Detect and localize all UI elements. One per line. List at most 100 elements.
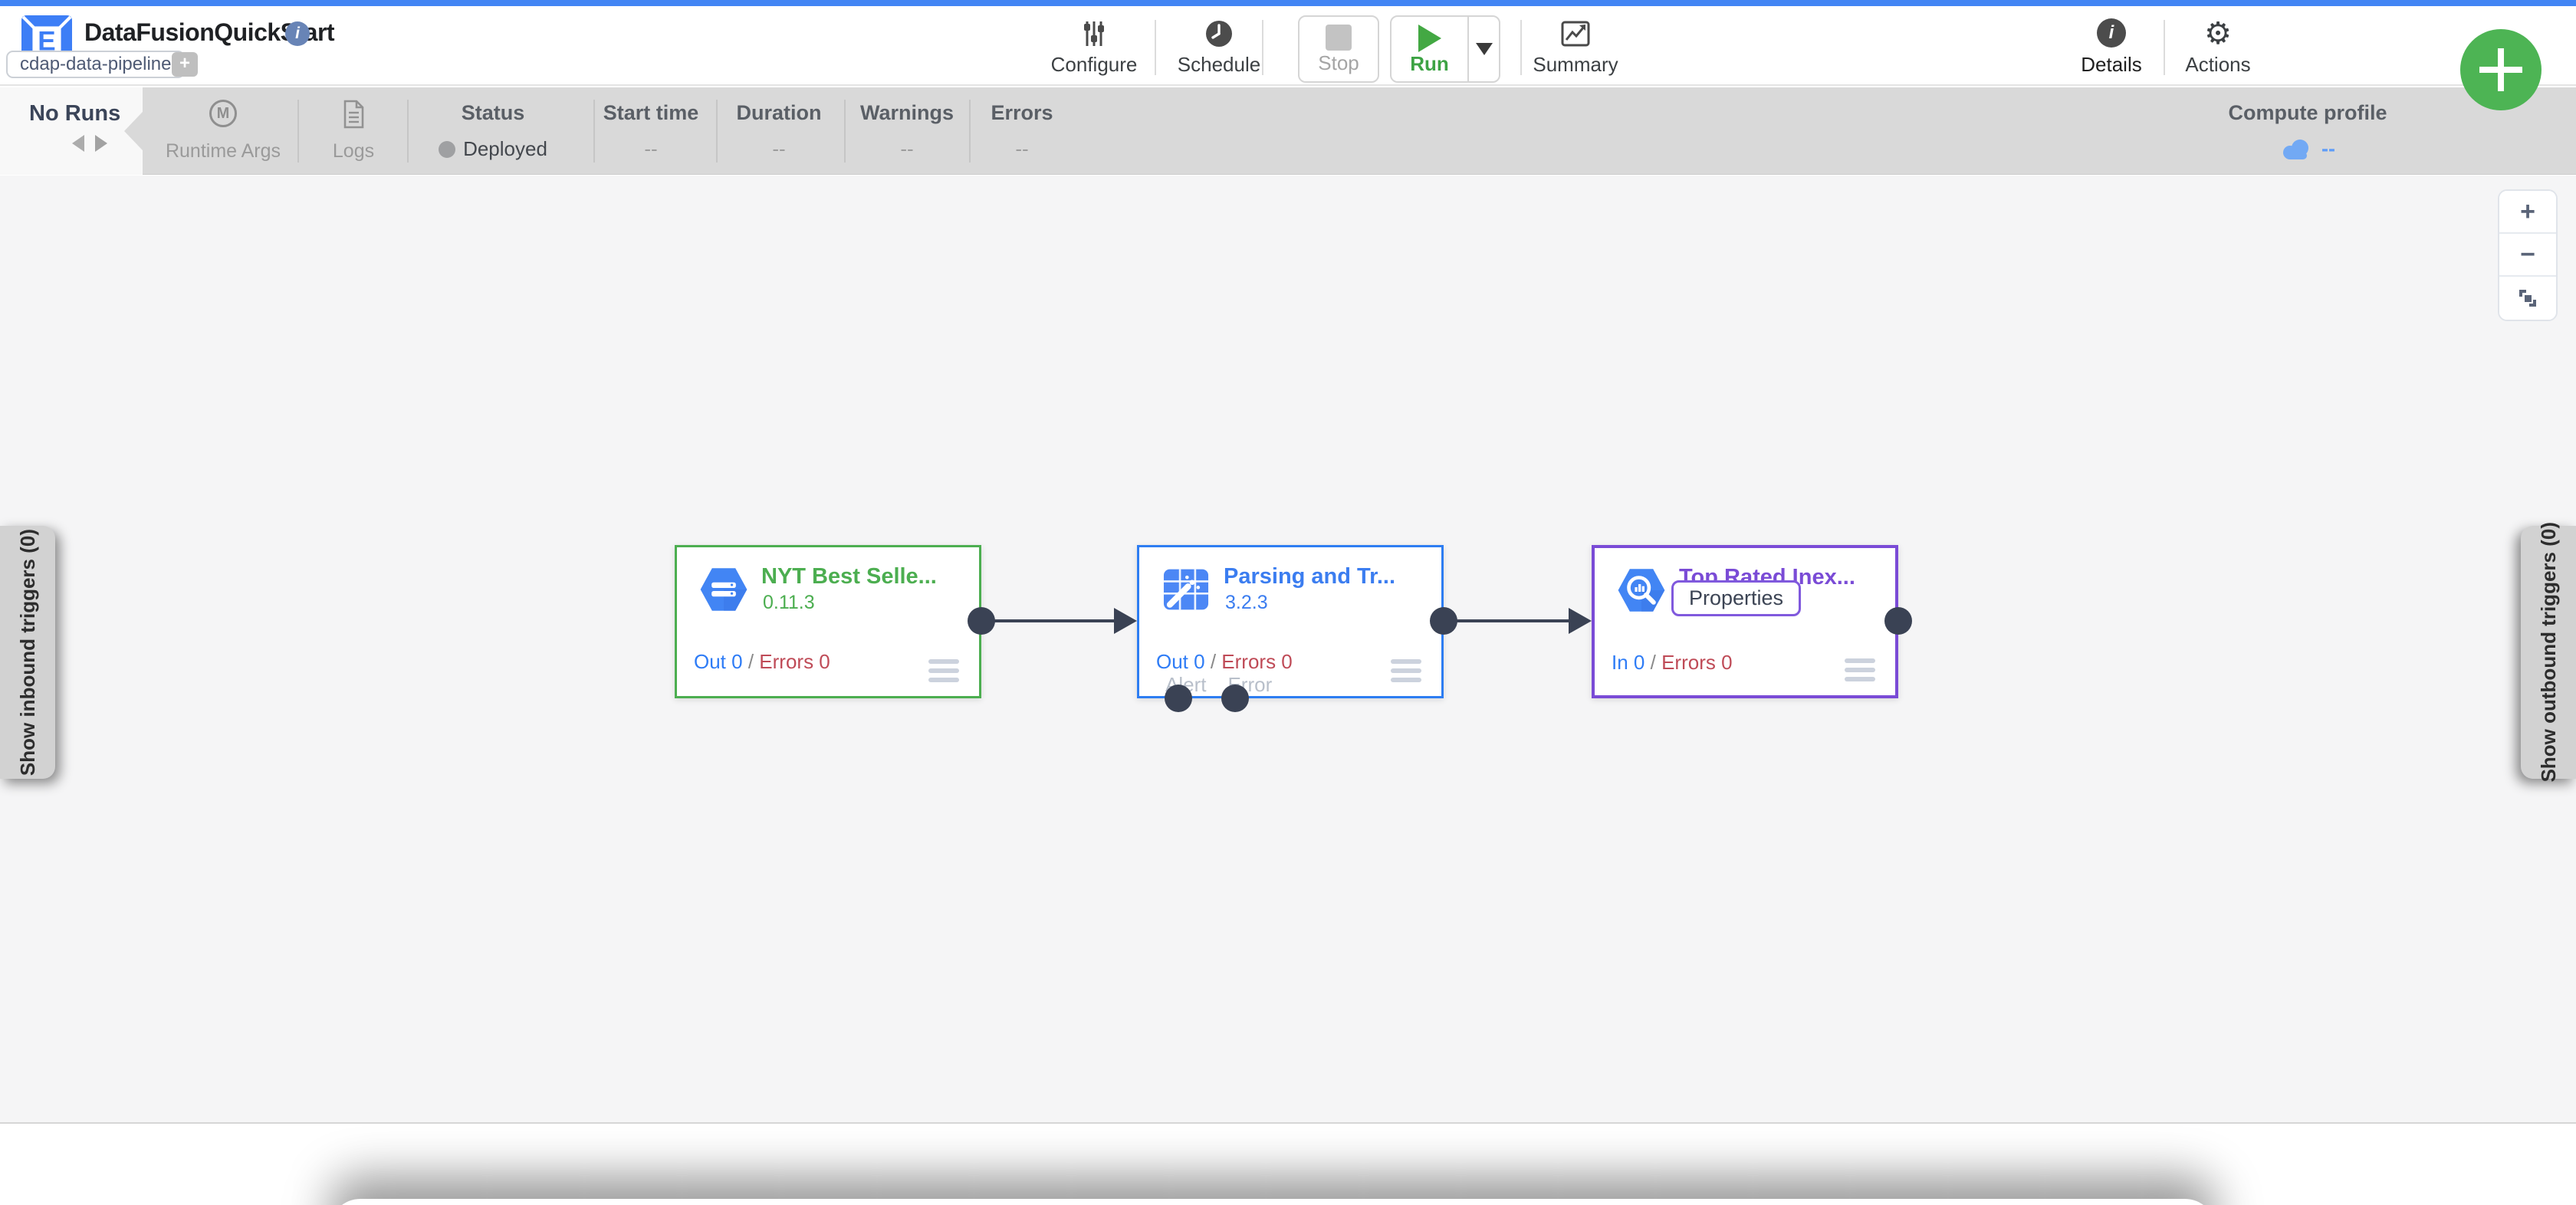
sliders-icon (1084, 21, 1104, 46)
node-metrics: Out 0 / Errors 0 (694, 650, 830, 673)
cloud-icon (2283, 139, 2308, 159)
duration-column: Duration -- (718, 98, 840, 164)
details-button[interactable]: i Details (2046, 15, 2177, 81)
node-metrics: In 0 / Errors 0 (1612, 651, 1733, 674)
pipeline-node-transform[interactable]: Parsing and Tr... 3.2.3 Out 0 / Errors 0… (1137, 545, 1444, 698)
zoom-in-button[interactable]: + (2499, 191, 2556, 234)
actions-label: Actions (2185, 53, 2251, 76)
inbound-triggers-tab[interactable]: Show inbound triggers (0) (0, 526, 55, 779)
details-label: Details (2081, 53, 2142, 76)
node-title: NYT Best Selle... (761, 564, 937, 589)
bar-divider (297, 100, 299, 163)
logs-label: Logs (332, 140, 375, 162)
gcs-hexagon-icon (700, 568, 748, 611)
out-count: Out 0 (1156, 650, 1205, 673)
add-entity-button[interactable] (2460, 29, 2542, 110)
pipeline-tag: cdap-data-pipeline (6, 51, 186, 78)
node-version: 3.2.3 (1225, 592, 1268, 613)
output-port[interactable] (1430, 607, 1457, 635)
node-metrics: Out 0 / Errors 0 (1156, 650, 1293, 673)
outbound-triggers-tab[interactable]: Show outbound triggers (0) (2521, 522, 2576, 783)
output-port[interactable] (1884, 607, 1912, 635)
bottom-panel-edge (0, 1125, 2576, 1205)
error-port[interactable] (1221, 685, 1249, 712)
stop-label: Stop (1318, 51, 1359, 74)
outbound-triggers-label: Show outbound triggers (0) (2536, 522, 2560, 783)
compute-profile-column[interactable]: Compute profile -- (2216, 98, 2400, 164)
duration-header: Duration (736, 101, 822, 124)
pipeline-header: E DataFusionQuickStart i cdap-data-pipel… (0, 6, 2576, 86)
start-time-value: -- (644, 137, 658, 160)
summary-button[interactable]: Summary (1510, 15, 1641, 81)
schedule-button[interactable]: Schedule (1154, 15, 1284, 81)
stop-icon (1326, 25, 1352, 51)
start-time-column: Start time -- (590, 98, 712, 164)
run-label: Run (1410, 52, 1449, 75)
caret-down-icon (1475, 43, 1493, 55)
macro-icon: M (209, 100, 237, 127)
errors-count: Errors 0 (1221, 650, 1293, 673)
warnings-header: Warnings (859, 101, 954, 124)
pipeline-canvas[interactable]: + − Show inbound triggers (0) Show outbo… (0, 176, 2576, 1124)
chart-line-icon (1561, 21, 1590, 47)
status-value: Deployed (463, 137, 547, 160)
bar-divider (407, 100, 409, 163)
bigquery-hexagon-icon (1618, 569, 1665, 612)
node-menu-icon[interactable] (1845, 658, 1875, 681)
compute-profile-header: Compute profile (2228, 101, 2387, 124)
status-header: Status (461, 101, 525, 124)
configure-label: Configure (1050, 53, 1138, 76)
pipeline-node-source[interactable]: NYT Best Selle... 0.11.3 Out 0 / Errors … (675, 545, 981, 698)
node-title: Parsing and Tr... (1224, 564, 1396, 589)
logs-button[interactable]: Logs (307, 97, 399, 166)
zoom-out-button[interactable]: − (2499, 234, 2556, 277)
summary-label: Summary (1533, 53, 1618, 76)
next-run-arrow-icon[interactable] (95, 135, 107, 152)
runs-status-bar: No Runs M Runtime Args Logs Status Deplo… (0, 87, 2576, 175)
run-options-dropdown[interactable] (1467, 17, 1499, 81)
warnings-column: Warnings -- (846, 98, 968, 164)
out-count: Out 0 (694, 650, 743, 673)
compute-profile-value: -- (2321, 137, 2335, 160)
alert-port[interactable] (1165, 685, 1192, 712)
top-accent-strip (0, 0, 2576, 6)
add-tag-button[interactable]: + (172, 52, 198, 77)
actions-button[interactable]: ⚙ Actions (2153, 15, 2283, 81)
fit-to-screen-icon (2519, 290, 2536, 307)
output-port[interactable] (968, 607, 995, 635)
info-icon: i (2097, 18, 2126, 48)
node-menu-icon[interactable] (1391, 659, 1421, 682)
warnings-value: -- (900, 137, 914, 160)
errors-value: -- (1015, 137, 1029, 160)
stop-button[interactable]: Stop (1298, 15, 1379, 83)
errors-header: Errors (991, 101, 1053, 124)
bar-divider (969, 100, 971, 163)
node-menu-icon[interactable] (928, 659, 959, 682)
node-version: 0.11.3 (763, 592, 815, 613)
bar-divider (716, 100, 718, 163)
edge-transform-to-sink[interactable] (1444, 619, 1570, 622)
run-button-group: Run (1390, 15, 1500, 83)
errors-column: Errors -- (961, 98, 1083, 164)
clock-icon (1206, 21, 1232, 47)
properties-button[interactable]: Properties (1671, 580, 1802, 616)
document-icon (343, 100, 364, 129)
pipeline-info-icon[interactable]: i (285, 21, 310, 46)
run-button[interactable]: Run (1392, 17, 1467, 81)
runtime-args-label: Runtime Args (165, 140, 281, 162)
fit-to-screen-button[interactable] (2499, 277, 2556, 320)
status-column: Status Deployed (416, 98, 570, 164)
configure-button[interactable]: Configure (1029, 15, 1159, 81)
bar-divider (593, 100, 595, 163)
bar-divider (844, 100, 846, 163)
toolbar-divider (2164, 20, 2165, 75)
wrangler-icon (1163, 569, 1209, 610)
previous-run-arrow-icon[interactable] (72, 135, 84, 152)
runtime-args-button[interactable]: M Runtime Args (158, 97, 288, 166)
pipeline-node-sink[interactable]: Top Rated Inex... Properties In 0 / Erro… (1592, 545, 1898, 698)
errors-count: Errors 0 (759, 650, 830, 673)
duration-value: -- (772, 137, 786, 160)
edge-source-to-transform[interactable] (981, 619, 1116, 622)
schedule-label: Schedule (1177, 53, 1261, 76)
in-count: In 0 (1612, 651, 1645, 674)
